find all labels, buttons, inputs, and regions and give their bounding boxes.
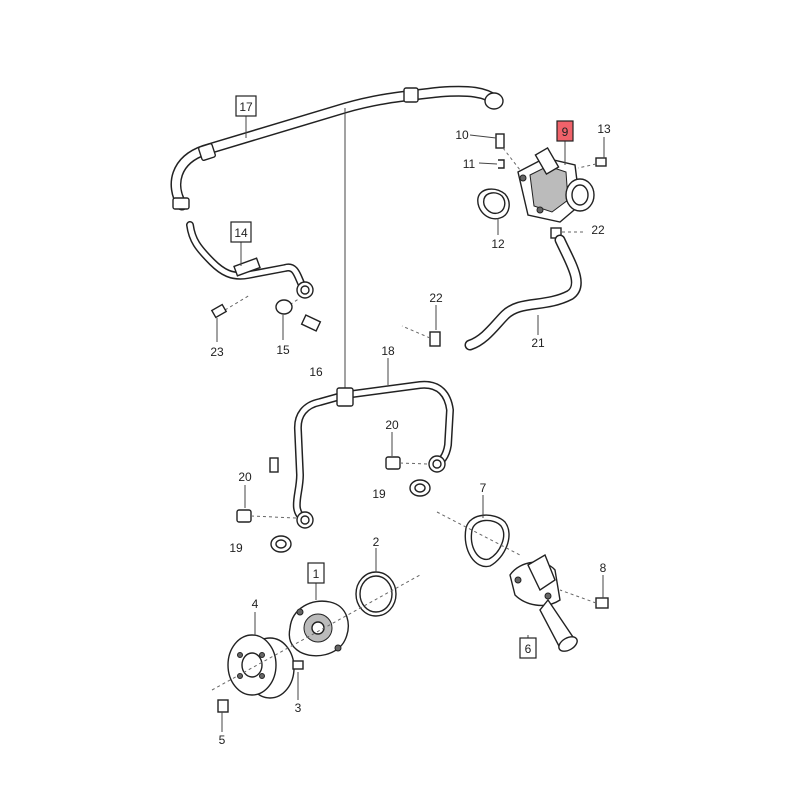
- thermostat-outlet[interactable]: [509, 553, 580, 654]
- callout-10[interactable]: 10: [455, 128, 469, 142]
- svg-text:20: 20: [385, 418, 399, 432]
- seal-19-lower[interactable]: [270, 535, 292, 553]
- svg-text:13: 13: [597, 122, 611, 136]
- callout-3[interactable]: 3: [295, 701, 302, 715]
- callout-15[interactable]: 15: [276, 343, 290, 357]
- clip-11[interactable]: [498, 159, 505, 169]
- gasket-12[interactable]: [477, 188, 510, 220]
- svg-text:1: 1: [313, 567, 320, 581]
- svg-text:19: 19: [372, 487, 386, 501]
- callout-16[interactable]: 16: [309, 365, 323, 379]
- svg-text:19: 19: [229, 541, 243, 555]
- temperature-sensor-10[interactable]: [495, 133, 521, 171]
- svg-text:15: 15: [276, 343, 290, 357]
- svg-text:4: 4: [252, 597, 259, 611]
- callout-12[interactable]: 12: [491, 237, 505, 251]
- svg-text:9: 9: [562, 125, 569, 139]
- banjo-bolt-15[interactable]: [275, 297, 322, 332]
- water-pump[interactable]: [288, 600, 349, 657]
- svg-text:6: 6: [525, 642, 532, 656]
- lower-hose[interactable]: [464, 234, 582, 351]
- svg-text:2: 2: [373, 535, 380, 549]
- breather-pipe[interactable]: [186, 221, 314, 299]
- o-ring-2[interactable]: [355, 571, 397, 617]
- svg-text:18: 18: [381, 344, 395, 358]
- svg-text:20: 20: [238, 470, 252, 484]
- bolt-3[interactable]: [292, 660, 304, 670]
- svg-text:11: 11: [463, 157, 476, 171]
- bolt-5[interactable]: [217, 699, 229, 713]
- svg-text:10: 10: [455, 128, 469, 142]
- svg-text:21: 21: [531, 336, 545, 350]
- svg-text:14: 14: [234, 226, 248, 240]
- svg-text:16: 16: [309, 365, 323, 379]
- callout-leaders: [216, 116, 605, 732]
- callout-5[interactable]: 5: [219, 733, 226, 747]
- callout-18[interactable]: 18: [381, 344, 395, 358]
- callout-9-highlighted[interactable]: 9: [556, 120, 574, 142]
- callout-1[interactable]: 1: [307, 562, 325, 584]
- callout-19-lower[interactable]: 19: [229, 541, 243, 555]
- callout-4[interactable]: 4: [252, 597, 259, 611]
- bolt-8[interactable]: [559, 589, 609, 609]
- coolant-pipe-18[interactable]: [269, 380, 454, 529]
- callout-14[interactable]: 14: [230, 221, 252, 243]
- banjo-bolt-20-upper[interactable]: [385, 456, 429, 470]
- callout-2[interactable]: 2: [373, 535, 380, 549]
- seal-19-upper[interactable]: [409, 479, 431, 497]
- svg-text:12: 12: [491, 237, 505, 251]
- pulley-4[interactable]: [227, 634, 295, 699]
- callout-8[interactable]: 8: [600, 561, 607, 575]
- bolt-13[interactable]: [577, 157, 607, 169]
- svg-text:5: 5: [219, 733, 226, 747]
- banjo-bolt-20-lower[interactable]: [236, 509, 297, 523]
- clip-22-lower[interactable]: [401, 325, 441, 347]
- callout-22-upper[interactable]: 22: [591, 223, 605, 237]
- callout-17[interactable]: 17: [235, 95, 257, 117]
- gasket-7[interactable]: [464, 514, 510, 568]
- svg-text:3: 3: [295, 701, 302, 715]
- svg-text:22: 22: [591, 223, 605, 237]
- svg-text:8: 8: [600, 561, 607, 575]
- bolt-23[interactable]: [210, 294, 251, 319]
- svg-text:17: 17: [239, 100, 253, 114]
- svg-text:23: 23: [210, 345, 224, 359]
- callout-20-lower[interactable]: 20: [238, 470, 252, 484]
- callout-20-upper[interactable]: 20: [385, 418, 399, 432]
- thermostat-housing[interactable]: [517, 147, 595, 223]
- callout-19-upper[interactable]: 19: [372, 487, 386, 501]
- callout-22-lower[interactable]: 22: [429, 291, 443, 305]
- callout-7[interactable]: 7: [480, 481, 487, 495]
- callout-13[interactable]: 13: [597, 122, 611, 136]
- upper-coolant-hose[interactable]: [170, 85, 504, 211]
- callout-23[interactable]: 23: [210, 345, 224, 359]
- callout-6[interactable]: 6: [519, 637, 537, 659]
- svg-text:7: 7: [480, 481, 487, 495]
- svg-text:22: 22: [429, 291, 443, 305]
- callout-11[interactable]: 11: [463, 157, 476, 171]
- callout-21[interactable]: 21: [531, 336, 545, 350]
